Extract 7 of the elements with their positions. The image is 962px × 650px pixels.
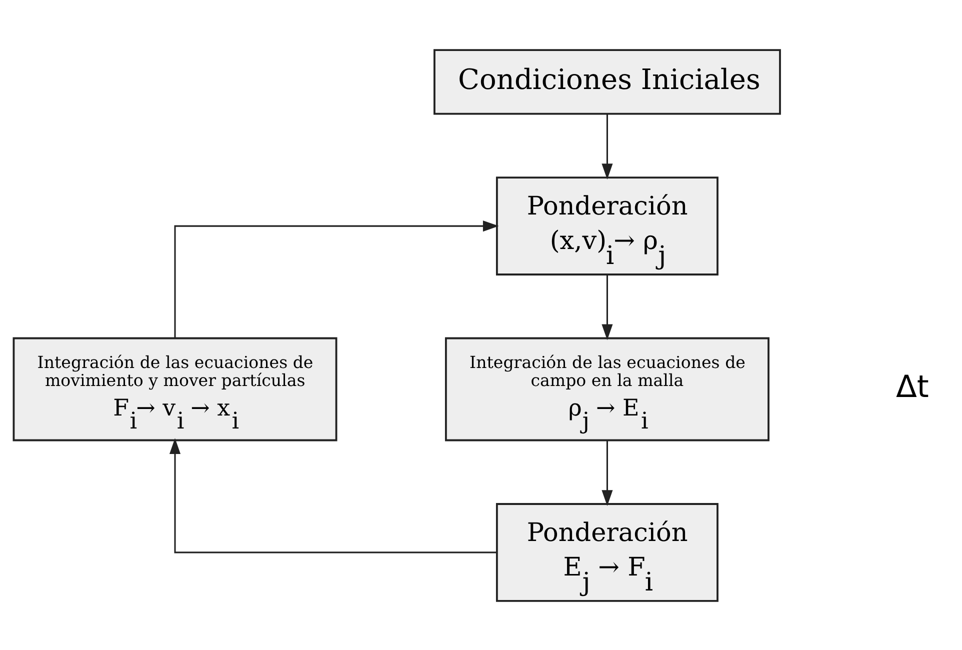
arrow (174, 220, 499, 338)
node-box: Condiciones Iniciales (434, 48, 781, 114)
arrow (602, 274, 613, 340)
arrow (602, 440, 613, 506)
arrow (169, 438, 496, 553)
label: Δt (896, 370, 929, 405)
arrow (602, 113, 613, 179)
